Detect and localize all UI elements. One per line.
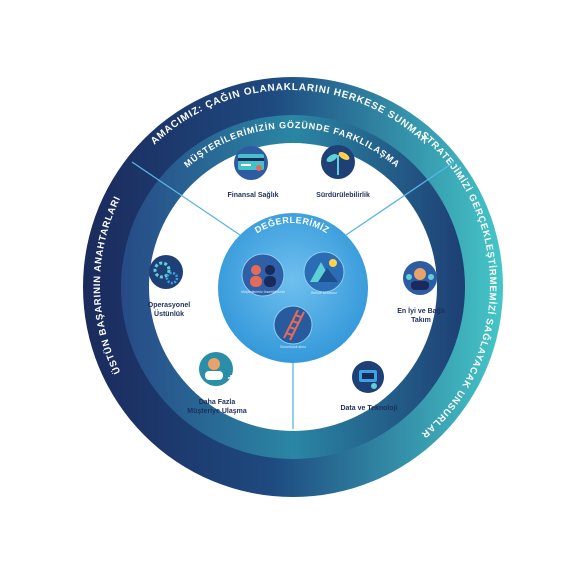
sustainability-label: Sürdürülebilirlik <box>316 192 370 199</box>
segment-data-technology: Data ve Teknoloji <box>340 361 398 412</box>
values-circle <box>218 213 368 363</box>
customer-reach-label-2: Müşteriye Ulaşma <box>187 408 247 415</box>
segment-operational-excellence: Operasyonel Üstünlük <box>148 255 190 318</box>
segment-dividers <box>131 161 455 429</box>
value-take-responsibility: Sorumluluk alırız <box>273 305 313 349</box>
segment-customer-reach: Daha Fazla Müşteriye Ulaşma <box>187 352 247 415</box>
operational-label-2: Üstünlük <box>154 309 184 318</box>
financial-health-label: Finansal Sağlık <box>228 192 279 199</box>
best-team-label-2: Takım <box>411 317 431 324</box>
value-caption: Müşterilerimiz önceliğimizdir <box>241 290 286 294</box>
operations-gear-icon <box>149 255 183 289</box>
value-caption: Sorumluluk alırız <box>280 345 306 349</box>
data-technology-label: Data ve Teknoloji <box>340 405 397 412</box>
segment-best-team: En İyi ve Bağlı Takım <box>397 261 445 324</box>
value-caption: Birlikte kazanırız <box>311 291 337 295</box>
best-team-label-1: En İyi ve Bağlı <box>397 307 445 315</box>
value-win-together: Birlikte kazanırız <box>303 251 345 295</box>
value-customers-first: Müşterilerimiz önceliğimizdir <box>241 253 286 297</box>
ladder-icon <box>273 305 313 345</box>
operational-label-1: Operasyonel <box>148 302 190 309</box>
segment-financial-health: Finansal Sağlık <box>228 146 279 199</box>
segment-sustainability: Sürdürülebilirlik <box>316 145 370 199</box>
customer-reach-label-1: Daha Fazla <box>199 399 236 406</box>
